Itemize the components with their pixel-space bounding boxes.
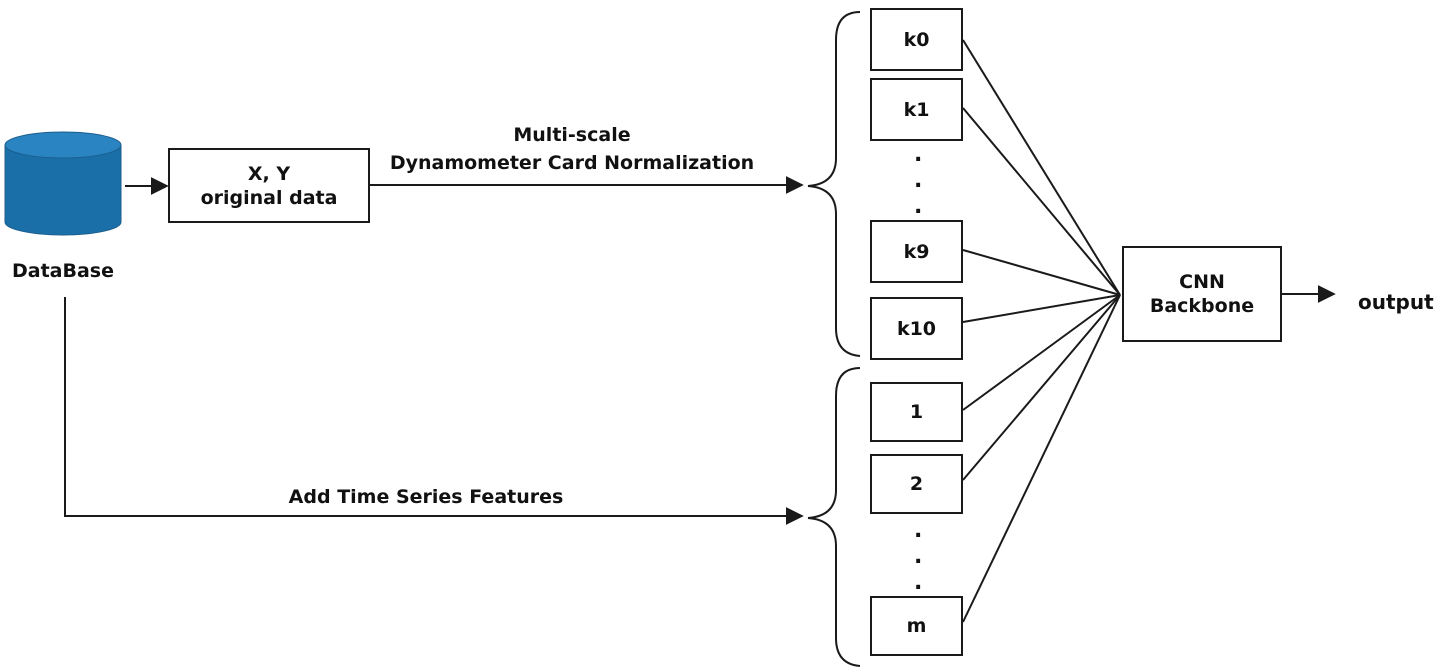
time-series-arrow [64,297,804,525]
scale-box-k0: k0 [870,8,963,71]
input-data-line2: original data [200,186,338,209]
scale-box-k1: k1 [870,78,963,141]
database-label: DataBase [12,260,114,282]
feature-ellipsis-dot: . [914,570,923,595]
feature-box-m: m [870,596,963,656]
input-data-box: X, Y original data [168,148,370,223]
database-icon [4,131,122,236]
input-data-line1: X, Y [247,162,291,185]
scale-box-k9: k9 [870,220,963,283]
scale-ellipsis-dot: . [914,194,923,219]
cnn-line2: Backbone [1149,295,1255,317]
lower-brace [807,367,861,667]
normalization-label-line1: Multi-scale [513,124,631,146]
output-label: output [1358,290,1434,314]
upper-brace [807,11,861,357]
feature-ellipsis-dot: . [914,544,923,569]
scale-ellipsis-dot: . [914,142,923,167]
feature-box-2: 2 [870,454,963,514]
fan-in-lines [962,39,1121,623]
feature-ellipsis-dot: . [914,518,923,543]
scale-ellipsis-dot: . [914,168,923,193]
scale-box-k10: k10 [870,297,963,360]
feature-box-1: 1 [870,382,963,442]
normalization-label-line2: Dynamometer Card Normalization [389,152,755,174]
cnn-backbone-box: CNN Backbone [1122,246,1282,342]
cnn-line1: CNN [1179,271,1225,293]
time-series-label: Add Time Series Features [288,486,564,508]
